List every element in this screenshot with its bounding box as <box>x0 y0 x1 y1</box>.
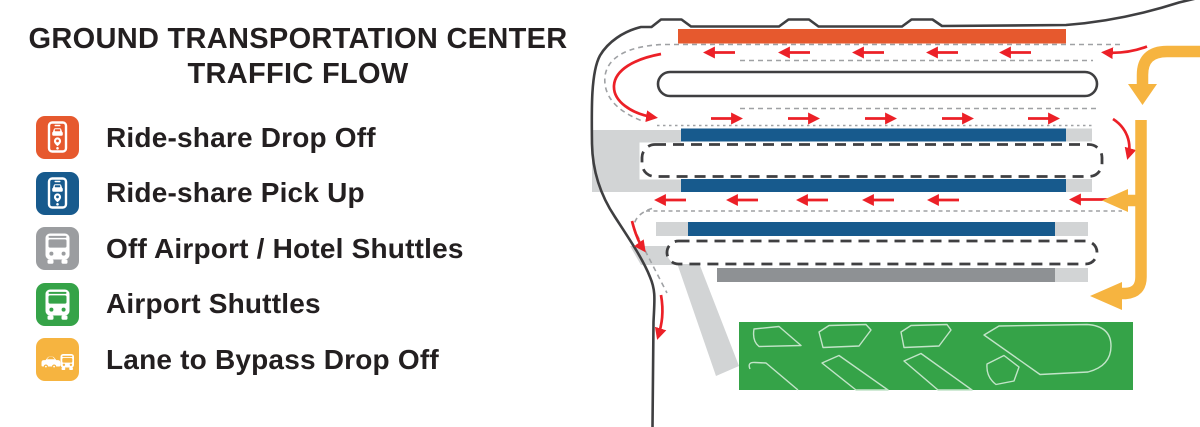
phone-car-pin-icon <box>36 171 79 215</box>
title-line-2: TRAFFIC FLOW <box>187 57 409 90</box>
phone-car-pin-icon <box>36 116 79 160</box>
median-island-1 <box>656 70 1099 98</box>
legend-item-label: Off Airport / Hotel Shuttles <box>106 232 464 264</box>
bus-front-icon <box>36 282 79 326</box>
title-line-1: GROUND TRANSPORTATION CENTER <box>28 23 568 55</box>
traffic-flow-arrows <box>612 45 1148 340</box>
legend: Ride-share Drop Off Ride-share Pick Up <box>36 110 464 388</box>
zone-ride-share-pick-up-lower <box>681 179 1066 192</box>
terminal-and-road-outline <box>590 0 1196 427</box>
zone-off-airport-hotel-shuttles <box>717 268 1055 282</box>
bypass-arrowhead-left-mid <box>1102 189 1128 212</box>
zone-ride-share-drop-off <box>678 29 1066 44</box>
page-title: GROUND TRANSPORTATION CENTER TRAFFIC FLO… <box>0 22 596 92</box>
bus-front-icon <box>36 227 79 271</box>
car-and-bus-icon <box>36 338 79 382</box>
legend-item-airport-shuttles: Airport Shuttles <box>36 277 464 333</box>
zone-ride-share-pick-up-upper <box>681 128 1066 142</box>
legend-item-ride-share-drop-off: Ride-share Drop Off <box>36 110 464 166</box>
bypass-lane-arrows <box>1090 45 1200 310</box>
legend-item-label: Ride-share Pick Up <box>106 177 365 209</box>
bypass-arrowhead-left-bottom <box>1090 282 1122 310</box>
legend-item-lane-to-bypass-drop-off: Lane to Bypass Drop Off <box>36 332 464 388</box>
median-island-3-dashed <box>665 239 1099 266</box>
bypass-arrowhead-down <box>1128 84 1157 105</box>
legend-item-label: Lane to Bypass Drop Off <box>106 343 439 375</box>
median-island-2-dashed <box>640 143 1104 178</box>
zone-ride-share-pick-up-third <box>688 222 1055 236</box>
zone-airport-shuttles <box>739 322 1133 391</box>
ramp-to-shuttle-lot <box>677 263 739 376</box>
legend-item-ride-share-pick-up: Ride-share Pick Up <box>36 166 464 222</box>
legend-item-label: Airport Shuttles <box>106 288 321 320</box>
legend-item-label: Ride-share Drop Off <box>106 121 376 153</box>
legend-item-off-airport-hotel-shuttles: Off Airport / Hotel Shuttles <box>36 221 464 277</box>
